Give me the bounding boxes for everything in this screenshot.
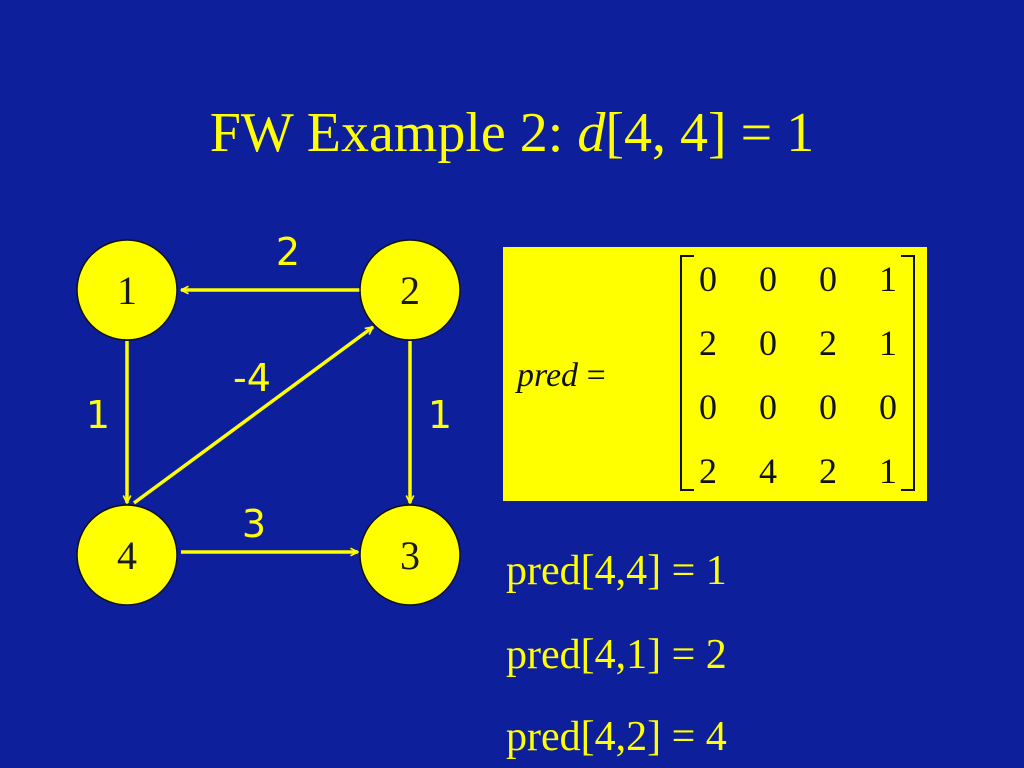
node-4: 4: [76, 504, 178, 606]
node-1: 1: [76, 239, 178, 341]
pred-label-equals: =: [578, 357, 606, 394]
slide-title: FW Example 2: d[4, 4] = 1: [0, 98, 1024, 168]
title-suffix: [4, 4] = 1: [605, 102, 815, 164]
pred-matrix-box: pred = 0 0 0 1 2 0 2 1 0 0 0 0 2 4 2 1: [503, 247, 927, 501]
matrix-cell-r3-c3: 0: [819, 387, 837, 427]
matrix-cell-r4-c2: 4: [759, 451, 777, 491]
title-italic-d: d: [577, 102, 606, 164]
matrix-cell-r4-c4: 1: [879, 451, 897, 491]
matrix-cell-r1-c4: 1: [879, 259, 897, 299]
pred-label-italic: pred: [517, 357, 579, 394]
matrix-cell-r3-c1: 0: [699, 387, 717, 427]
edge-4-2: [132, 325, 373, 505]
edge-label-1-4: 1: [86, 393, 110, 437]
node-3-label: 3: [400, 533, 420, 578]
pred-matrix-label: pred =: [517, 357, 606, 395]
edge-label-4-3: 3: [242, 502, 266, 546]
matrix-cell-r2-c4: 1: [879, 323, 897, 363]
matrix-cell-r3-c2: 0: [759, 387, 777, 427]
matrix-cell-r4-c1: 2: [699, 451, 717, 491]
matrix-cell-r3-c4: 0: [879, 387, 897, 427]
equation-pred-4-1: pred[4,1] = 2: [506, 632, 727, 678]
title-prefix: FW Example 2:: [209, 102, 578, 164]
matrix-right-bracket: [901, 255, 915, 491]
edge-label-2-1: 2: [276, 230, 300, 274]
equation-pred-4-4: pred[4,4] = 1: [506, 548, 727, 594]
edge-label-2-3: 1: [428, 393, 452, 437]
edge-label-4-2: -4: [233, 356, 271, 400]
equation-pred-4-2: pred[4,2] = 4: [506, 714, 727, 760]
matrix-cell-r2-c3: 2: [819, 323, 837, 363]
matrix-cell-r1-c1: 0: [699, 259, 717, 299]
node-4-label: 4: [117, 533, 137, 578]
matrix-cell-r1-c2: 0: [759, 259, 777, 299]
node-1-label: 1: [117, 268, 137, 313]
node-2: 2: [359, 239, 461, 341]
matrix-left-bracket: [680, 255, 694, 491]
matrix-cell-r2-c2: 0: [759, 323, 777, 363]
matrix-cell-r2-c1: 2: [699, 323, 717, 363]
matrix-cell-r1-c3: 0: [819, 259, 837, 299]
node-2-label: 2: [400, 268, 420, 313]
node-3: 3: [359, 504, 461, 606]
matrix-cell-r4-c3: 2: [819, 451, 837, 491]
